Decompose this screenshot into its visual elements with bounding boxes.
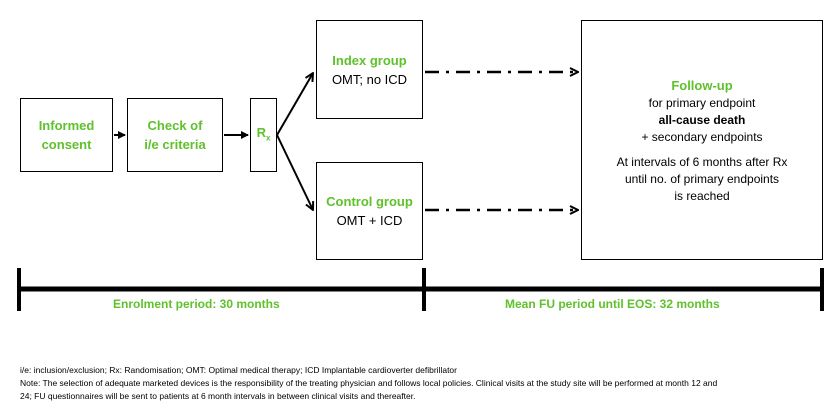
informed-consent-box: Informed consent <box>20 98 113 172</box>
index-group-title: Index group <box>332 52 407 68</box>
arrow-rx-to-control <box>276 134 313 210</box>
randomisation-box: Rx <box>250 98 277 172</box>
follow-up-line1: for primary endpoint <box>648 95 756 110</box>
index-group-detail: OMT; no ICD <box>331 71 408 87</box>
follow-up-line2: all-cause death <box>658 112 746 127</box>
follow-up-box: Follow-up for primary endpoint all-cause… <box>581 20 823 260</box>
control-group-title: Control group <box>326 194 413 209</box>
control-group-box: Control group OMT + ICD <box>316 162 423 260</box>
enrolment-period-label: Enrolment period: 30 months <box>113 297 280 311</box>
follow-up-period-label: Mean FU period until EOS: 32 months <box>505 297 720 311</box>
footnote-note-line2: 24; FU questionnaires will be sent to pa… <box>20 391 416 401</box>
check-criteria-box: Check of i/e criteria <box>127 98 223 172</box>
informed-consent-label-line1: Informed <box>38 118 95 133</box>
arrow-rx-to-index <box>276 73 313 136</box>
check-criteria-label-line2: i/e criteria <box>144 137 206 152</box>
check-criteria-label-line1: Check of <box>147 118 203 133</box>
follow-up-title: Follow-up <box>671 77 733 93</box>
index-group-box: Index group OMT; no ICD <box>316 20 423 119</box>
follow-up-line3: + secondary endpoints <box>641 129 763 144</box>
control-group-detail: OMT + ICD <box>336 213 403 228</box>
footnote-note-line1: Note: The selection of adequate marketed… <box>20 378 718 388</box>
footnote-abbreviations: i/e: inclusion/exclusion; Rx: Randomisat… <box>20 365 457 375</box>
follow-up-line4: At intervals of 6 months after Rx <box>616 154 788 169</box>
follow-up-line6: is reached <box>674 188 730 203</box>
informed-consent-label-line2: consent <box>41 137 92 152</box>
follow-up-line5: until no. of primary endpoints <box>624 171 780 186</box>
randomisation-label: Rx <box>256 124 271 143</box>
